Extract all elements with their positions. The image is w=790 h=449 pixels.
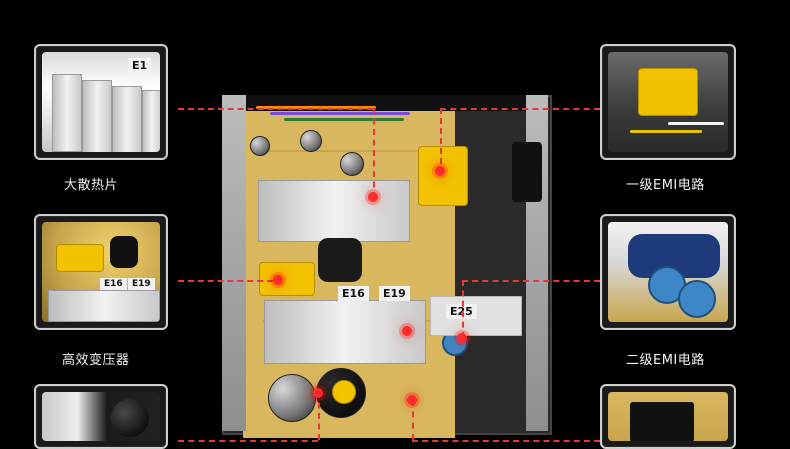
callout-line-emi1 bbox=[440, 108, 600, 110]
b1-marking bbox=[332, 380, 356, 404]
callout-line-heatsink-vertical bbox=[373, 108, 375, 198]
callout-dot-bottom-right bbox=[407, 395, 417, 405]
callout-line-emi1-vertical bbox=[440, 108, 442, 174]
callout-line-heatsink bbox=[178, 108, 373, 110]
emi2-closeup bbox=[608, 222, 728, 322]
thumbnail-transformer: E16 E19 bbox=[34, 214, 168, 330]
caption-emi2: 二级EMI电路 bbox=[626, 353, 705, 368]
heatsink-closeup: E1 bbox=[42, 52, 160, 152]
callout-dot-emi2 bbox=[457, 333, 467, 343]
transformer bbox=[56, 244, 104, 272]
secondary-heatsink bbox=[264, 300, 426, 364]
wire bbox=[270, 112, 410, 115]
callout-dot-center bbox=[402, 326, 412, 336]
ic-chip bbox=[630, 402, 694, 441]
ac-inlet bbox=[512, 142, 542, 202]
pcb-trace bbox=[257, 150, 437, 152]
callout-line-bottom-right-vertical bbox=[412, 400, 414, 440]
wire bbox=[630, 130, 702, 133]
x-capacitor-board bbox=[418, 146, 468, 206]
callout-dot-bottom-left bbox=[313, 388, 323, 398]
caption-transformer: 高效变压器 bbox=[62, 353, 130, 368]
e16-label: E16 bbox=[100, 278, 127, 290]
transformer-closeup: E16 E19 bbox=[42, 222, 160, 322]
capacitor-closeup bbox=[42, 392, 160, 441]
e1-label: E1 bbox=[128, 58, 152, 73]
wire bbox=[284, 118, 404, 121]
electrolytic-capacitor bbox=[110, 398, 150, 438]
heatsink-fin bbox=[48, 290, 160, 322]
e25-board-label: E25 bbox=[446, 304, 477, 319]
callout-line-emi2 bbox=[462, 280, 600, 282]
callout-line-bottom-left-vertical bbox=[318, 392, 320, 440]
main-heatsink bbox=[258, 180, 410, 242]
coil bbox=[110, 236, 138, 268]
heatsink-fin bbox=[82, 80, 112, 152]
psu-frame-left bbox=[222, 95, 246, 431]
capacitor-small bbox=[340, 152, 364, 176]
callout-line-transformer bbox=[178, 280, 273, 282]
caption-heatsink: 大散热片 bbox=[64, 178, 119, 193]
inductor bbox=[318, 238, 362, 282]
e19-board-label: E19 bbox=[379, 286, 410, 301]
thumbnail-capacitor bbox=[34, 384, 168, 449]
callout-dot-heatsink bbox=[368, 192, 378, 202]
thumbnail-emi2 bbox=[600, 214, 736, 330]
callout-line-bottom-right bbox=[412, 440, 600, 442]
callout-line-emi2-vertical bbox=[462, 280, 464, 338]
capacitor-small bbox=[300, 130, 322, 152]
heatsink-fin bbox=[52, 74, 82, 152]
capacitor-large bbox=[268, 374, 316, 422]
e19-label: E19 bbox=[128, 278, 155, 290]
main-transformer bbox=[259, 262, 315, 296]
y-capacitor bbox=[678, 280, 716, 318]
emi1-closeup bbox=[608, 52, 728, 152]
heatsink-fin bbox=[142, 90, 160, 152]
wire bbox=[256, 106, 376, 109]
thumbnail-ic bbox=[600, 384, 736, 449]
ic-closeup bbox=[608, 392, 728, 441]
wire bbox=[668, 122, 724, 125]
thumbnail-heatsink: E1 bbox=[34, 44, 168, 160]
e16-board-label: E16 bbox=[338, 286, 369, 301]
thumbnail-emi1 bbox=[600, 44, 736, 160]
x-capacitor bbox=[638, 68, 698, 116]
callout-line-bottom-left bbox=[178, 440, 318, 442]
caption-emi1: 一级EMI电路 bbox=[626, 178, 705, 193]
capacitor-small bbox=[250, 136, 270, 156]
heatsink-fin bbox=[112, 86, 142, 152]
callout-dot-transformer bbox=[273, 275, 283, 285]
callout-dot-emi1 bbox=[435, 166, 445, 176]
